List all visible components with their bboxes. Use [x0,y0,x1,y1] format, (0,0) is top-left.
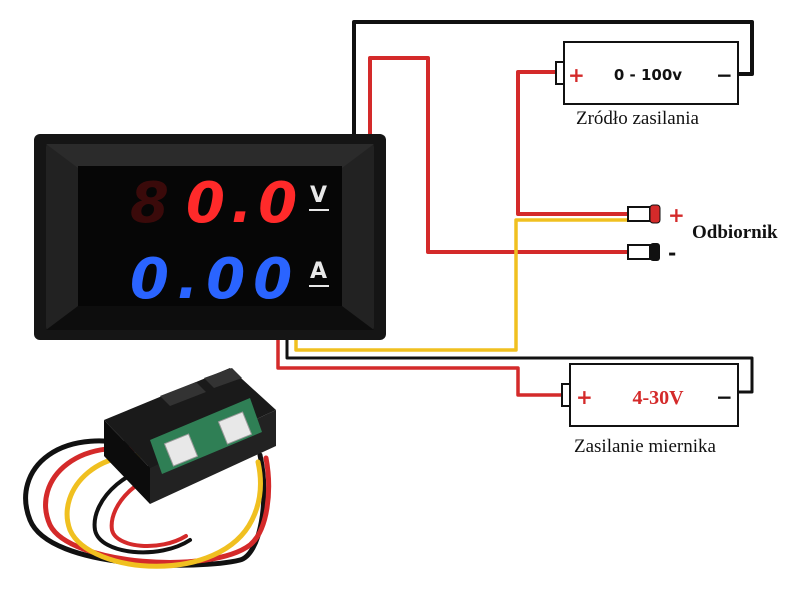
load-positive-plug [627,206,651,222]
panel-meter: 8 0.0 V 0.00 A [34,134,386,340]
source-battery-body [563,41,739,105]
voltage-reading: 0.0 [186,171,303,236]
wire-black-source-negative [352,20,754,140]
source-battery-label: 0 - 100v [614,66,682,84]
module-rear-view [23,368,276,569]
meter-display [78,166,342,306]
load-positive-cap [649,204,661,224]
source-battery-minus: − [716,63,733,87]
wire-black-meter-negative [285,336,754,394]
module-case-top [104,368,276,468]
source-battery-terminal [555,61,565,85]
load-terminals: + - Odbiornik [627,203,778,265]
module-connector-left [163,433,199,467]
load-minus-sign: - [668,241,676,265]
meter-battery-caption: Zasilanie miernika [574,436,716,457]
source-battery-plus: + [568,63,585,87]
load-negative-plug [627,244,651,260]
current-unit: A [310,259,327,284]
voltage-unit: V [310,183,327,208]
wire-yellow-sense [294,218,628,352]
wire-red-meter-positive [276,336,562,397]
source-battery-caption: Zródło zasilania [576,108,699,129]
source-battery: + 0 - 100v − Zródło zasilania [555,41,739,129]
wires [276,20,754,397]
meter-battery-terminal [561,383,571,407]
voltage-dim-digit: 8 [130,171,169,236]
wire-red-load-negative [368,56,628,254]
module-case-side [104,420,150,504]
module-connector-right [217,411,253,445]
load-negative-cap [650,243,660,261]
meter-battery: + 4-30V − Zasilanie miernika [561,363,739,457]
wire-red-source-positive [516,70,628,216]
meter-battery-label: 4-30V [632,387,684,409]
meter-battery-body [569,363,739,427]
meter-battery-minus: − [716,385,733,409]
meter-battery-plus: + [576,385,593,409]
current-reading: 0.00 [130,247,300,312]
load-label: Odbiornik [692,222,778,243]
load-plus-sign: + [668,203,685,227]
